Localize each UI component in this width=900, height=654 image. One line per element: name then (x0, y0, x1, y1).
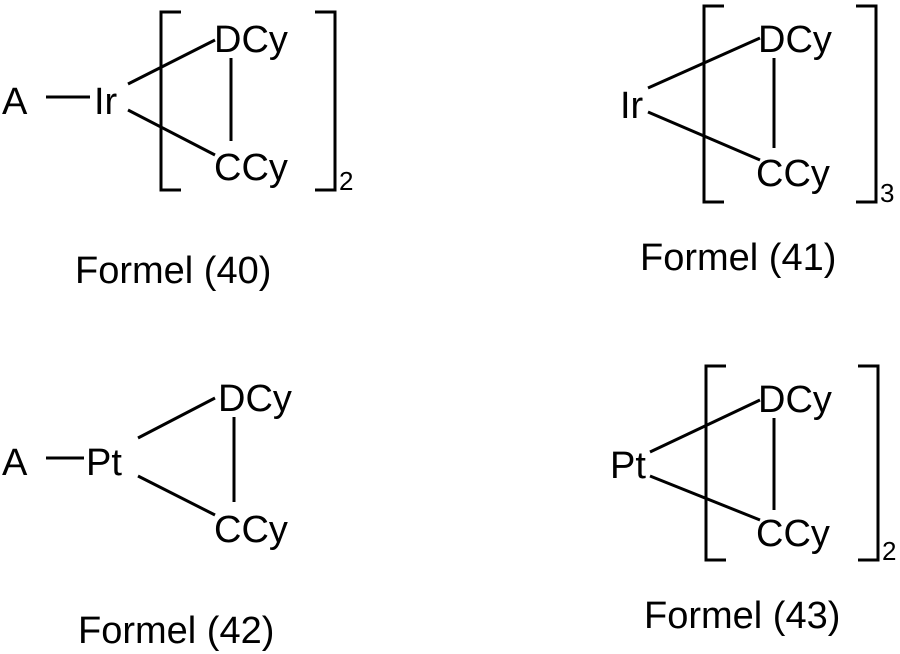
metal-c-bond (138, 476, 215, 515)
donor-top-label: DCy (758, 379, 832, 421)
donor-bottom-label: CCy (214, 509, 288, 551)
formula-42: A Pt DCy CCy Formel (42) (2, 378, 292, 652)
metal-c-bond (128, 110, 215, 155)
caption: Formel (43) (644, 595, 840, 637)
formula-43: Pt DCy CCy 2 Formel (43) (610, 366, 896, 637)
multiplier-subscript: 3 (880, 178, 894, 208)
donor-top-label: DCy (214, 19, 288, 61)
left-bracket (706, 366, 726, 560)
right-bracket (315, 12, 335, 190)
donor-top-label: DCy (218, 378, 292, 420)
donor-bottom-label: CCy (756, 513, 830, 555)
metal-d-bond (128, 40, 215, 84)
metal-label: Pt (610, 445, 646, 487)
metal-label: Pt (86, 442, 122, 484)
multiplier-subscript: 2 (882, 536, 896, 566)
donor-top-label: DCy (758, 19, 832, 61)
ligand-a-label: A (2, 442, 28, 484)
right-bracket (856, 6, 876, 202)
multiplier-subscript: 2 (339, 166, 353, 196)
caption: Formel (40) (75, 250, 271, 292)
donor-bottom-label: CCy (756, 153, 830, 195)
formula-40: A Ir DCy CCy 2 Formel (40) (2, 12, 353, 292)
ligand-a-label: A (2, 81, 28, 123)
caption: Formel (41) (640, 237, 836, 279)
caption: Formel (42) (78, 610, 274, 652)
right-bracket (858, 366, 878, 560)
formula-41: Ir DCy CCy 3 Formel (41) (620, 6, 894, 279)
metal-d-bond (138, 398, 215, 438)
left-bracket (161, 12, 181, 190)
metal-label: Ir (620, 85, 644, 127)
donor-bottom-label: CCy (214, 147, 288, 189)
metal-label: Ir (94, 81, 118, 123)
left-bracket (704, 6, 724, 202)
